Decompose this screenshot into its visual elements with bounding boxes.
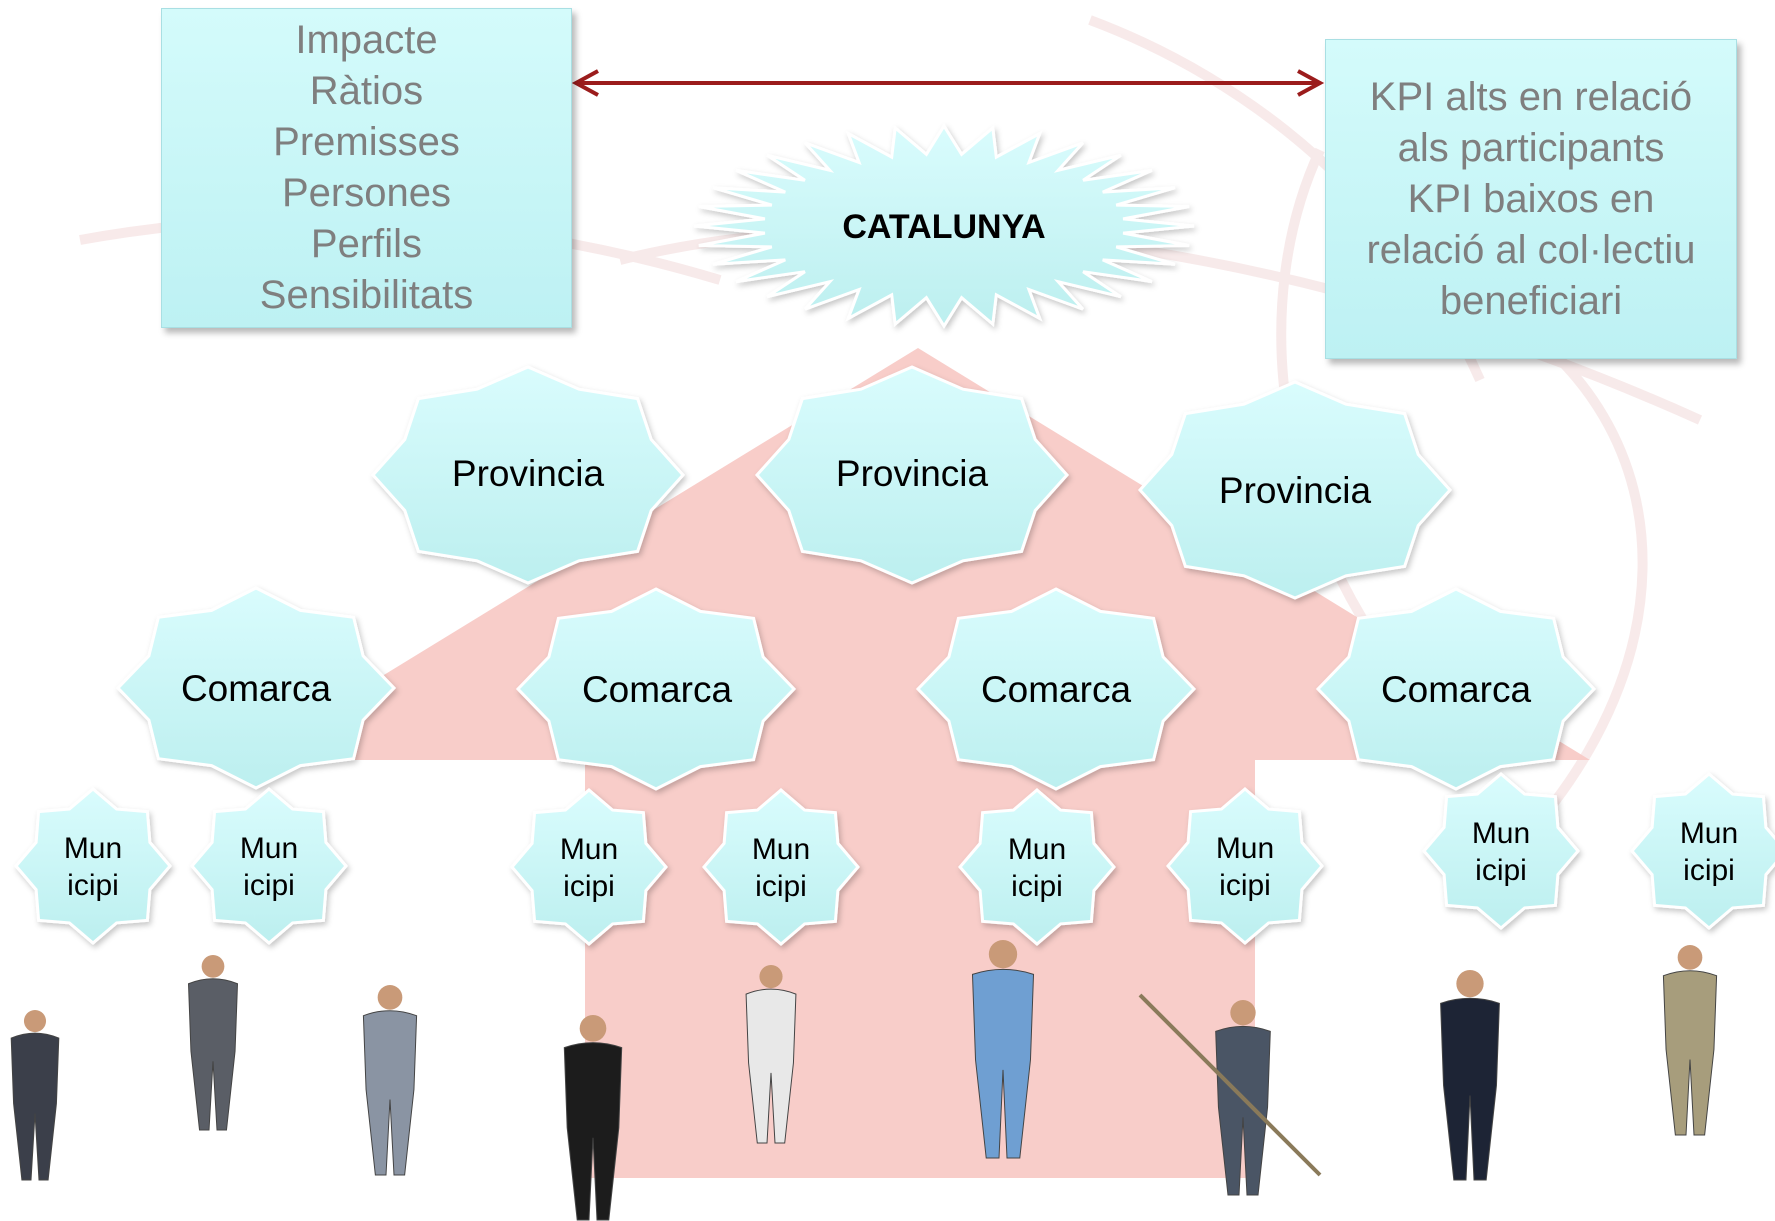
kpi-line-1: KPI alts en relació [1369,74,1693,119]
person-chef [745,965,797,1144]
catalunya-burst-shape [693,123,1195,329]
province-shape-1 [370,365,686,585]
person-farmer-with-pitchfork [1215,1000,1271,1196]
comarca-shape-1 [115,586,397,790]
kpi-line-2: als participants [1397,125,1665,170]
person-plumber-with-wrench [362,985,418,1176]
province-shape-2 [754,365,1070,585]
kpi-box: KPI alts en relació als participants KPI… [1325,39,1737,359]
municipi-shape-6 [1166,787,1324,945]
comarca-shape-3 [915,587,1197,791]
metrics-box: Impacte Ràtios Premisses Persones Perfil… [161,8,572,328]
kpi-line-4: relació al col·lectiu [1366,227,1696,272]
metric-persones: Persones [282,171,451,215]
person-woman-in-dress [1440,970,1500,1181]
municipi-shape-3 [510,788,668,946]
municipi-shape-7 [1422,772,1580,930]
comarca-shape-2 [515,587,797,791]
municipi-shape-1 [14,787,172,945]
municipi-shape-2 [190,787,348,945]
municipi-shape-4 [702,788,860,946]
province-shape-3 [1137,380,1453,600]
person-businessman-with-phone [10,1010,60,1181]
kpi-line-3: KPI baixos en [1407,176,1655,221]
municipi-shape-5 [958,788,1116,946]
person-man-with-briefcase [1662,945,1718,1136]
metric-perfils: Perfils [310,222,423,266]
metric-premisses: Premisses [273,120,460,164]
person-doctor-with-clipboard [971,940,1035,1159]
comarca-shape-4 [1315,587,1597,791]
metric-ratios: Ràtios [309,69,424,113]
metric-impacte: Impacte [295,18,438,62]
kpi-line-5: beneficiari [1439,278,1623,323]
municipi-shape-8 [1630,772,1775,930]
person-businesswoman-on-phone [187,955,239,1131]
pitchfork-icon [1138,993,1322,1177]
metric-sensibilitats: Sensibilitats [259,273,474,317]
person-woman-with-smartphone [563,1014,623,1221]
double-arrow [571,69,1325,97]
